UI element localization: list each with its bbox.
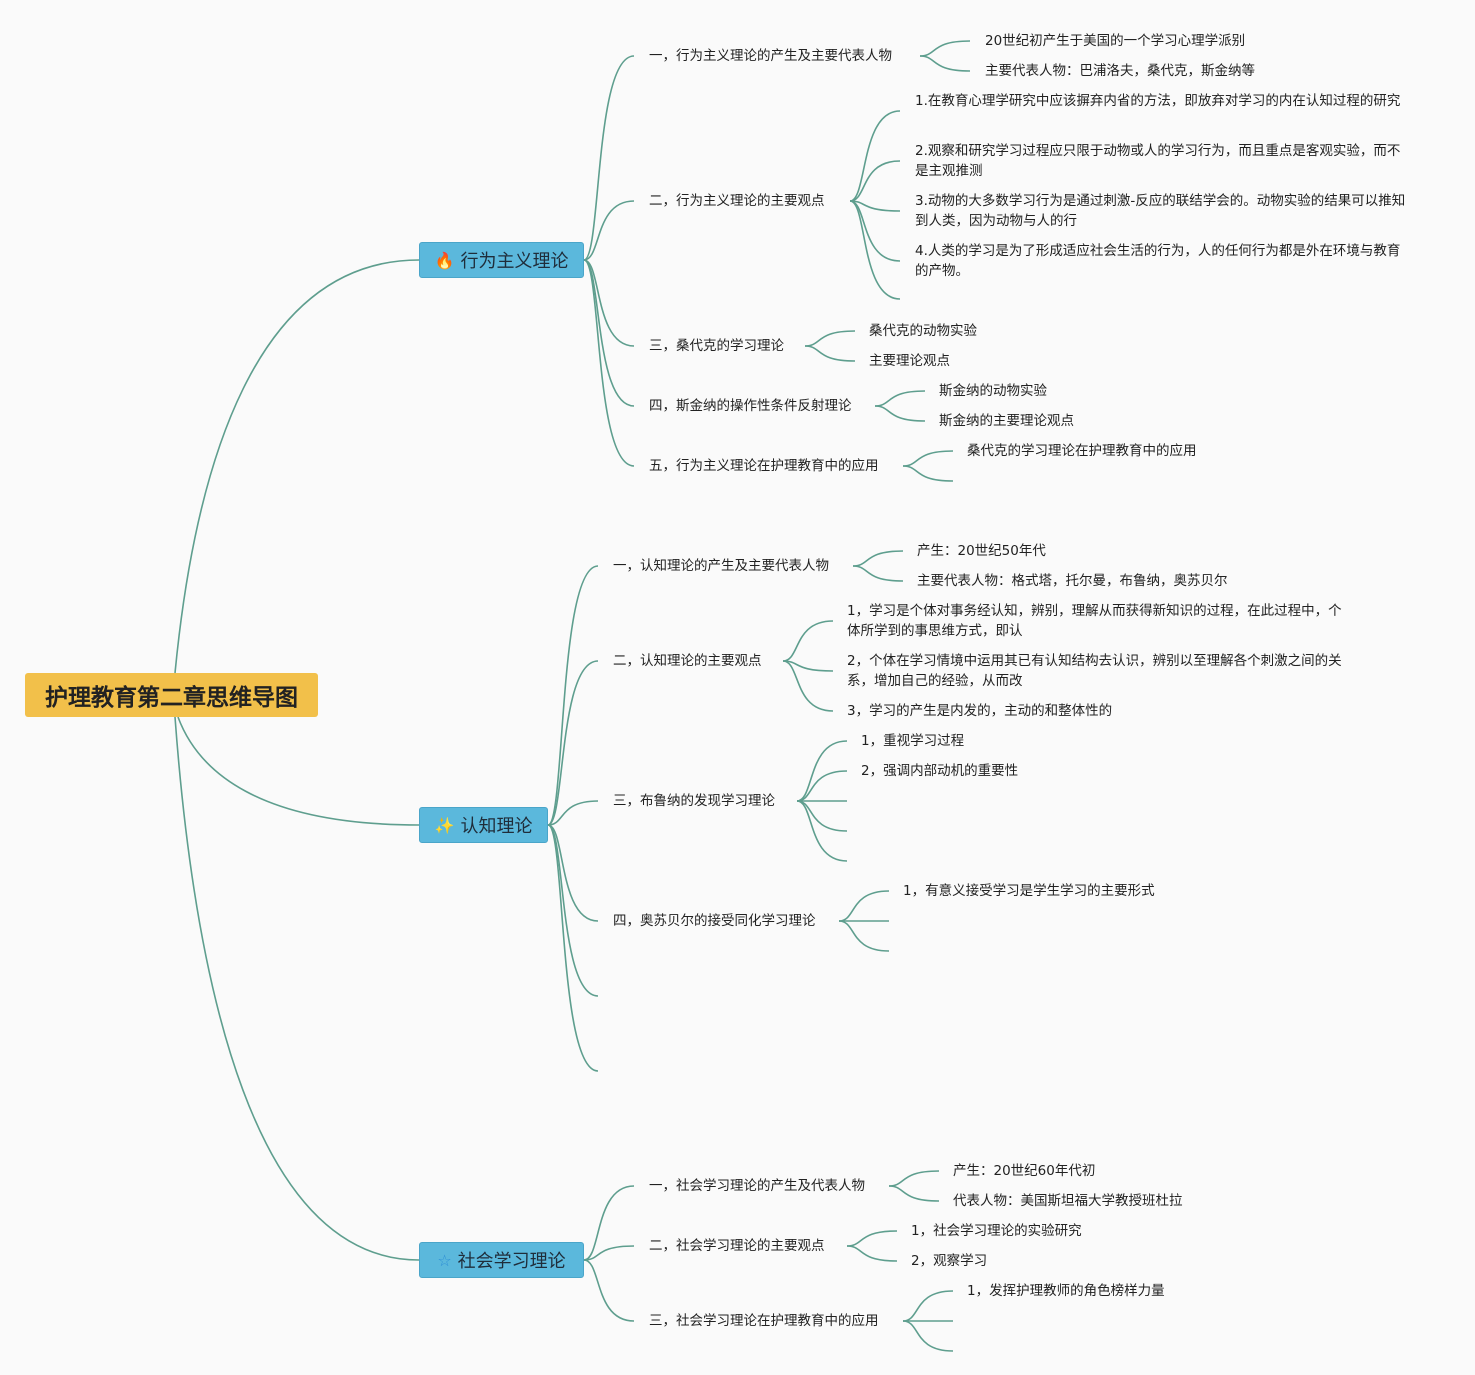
flame-icon: 🔥 (434, 250, 455, 270)
leaf-label[interactable]: 2.观察和研究学习过程应只限于动物或人的学习行为，而且重点是客观实验，而不是主观… (915, 143, 1401, 179)
branch-topic-link (547, 800, 599, 826)
topic-leaf-link (849, 110, 901, 202)
topic-leaf-link (804, 345, 856, 362)
topic-leaf-link (919, 55, 971, 72)
branch-cognitive[interactable]: ✨ 认知理论 (419, 807, 548, 843)
leaf-label[interactable]: 20世纪初产生于美国的一个学习心理学派别 (985, 33, 1246, 49)
leaf-label[interactable]: 产生：20世纪60年代初 (953, 1163, 1096, 1179)
topic-leaf-link (902, 1320, 954, 1352)
topic-leaf-link (852, 565, 904, 582)
topic-leaf-link (782, 660, 834, 712)
topic-leaf-link (796, 740, 848, 802)
topic-label[interactable]: 一，行为主义理论的产生及主要代表人物 (649, 48, 892, 64)
leaf-label[interactable]: 主要代表人物：巴浦洛夫，桑代克，斯金纳等 (985, 63, 1255, 79)
branch-topic-link (547, 565, 599, 826)
leaf-label[interactable]: 4.人类的学习是为了形成适应社会生活的行为，人的任何行为都是外在环境与教育的产物… (915, 243, 1401, 279)
topic-leaf-link (888, 1185, 940, 1202)
leaf-label[interactable]: 1，重视学习过程 (861, 733, 965, 749)
topic-leaf-link (888, 1170, 940, 1187)
topic-leaf-link (919, 40, 971, 57)
leaf-label[interactable]: 3，学习的产生是内发的，主动的和整体性的 (847, 703, 1113, 719)
topic-leaf-link (874, 390, 926, 407)
topic-leaf-link (849, 160, 901, 202)
topic-label[interactable]: 四，斯金纳的操作性条件反射理论 (649, 398, 852, 414)
branch-topic-link (583, 200, 635, 261)
magic-wand-icon: ✨ (434, 815, 455, 835)
leaf-label[interactable]: 桑代克的学习理论在护理教育中的应用 (967, 443, 1197, 459)
branch-topic-link (583, 1245, 635, 1261)
topic-label[interactable]: 三，社会学习理论在护理教育中的应用 (649, 1313, 879, 1329)
branch-topic-link (583, 55, 635, 261)
topic-leaf-link (846, 1245, 898, 1262)
leaf-label[interactable]: 3.动物的大多数学习行为是通过刺激-反应的联结学会的。动物实验的结果可以推知到人… (915, 193, 1406, 229)
branch-topic-link (583, 1185, 635, 1261)
branch-behaviorism[interactable]: 🔥 行为主义理论 (419, 242, 584, 278)
topic-label[interactable]: 一，社会学习理论的产生及代表人物 (649, 1178, 865, 1194)
leaf-label[interactable]: 1.在教育心理学研究中应该摒弃内省的方法，即放弃对学习的内在认知过程的研究 (915, 93, 1401, 109)
leaf-label[interactable]: 1，发挥护理教师的角色榜样力量 (967, 1283, 1165, 1299)
leaf-label[interactable]: 2，观察学习 (911, 1253, 988, 1269)
topic-label[interactable]: 三，桑代克的学习理论 (649, 338, 784, 354)
root-link (174, 259, 420, 674)
topic-label[interactable]: 三，布鲁纳的发现学习理论 (613, 793, 775, 809)
topic-leaf-link (804, 330, 856, 347)
topic-leaf-link (838, 920, 890, 952)
branch-topic-link (547, 660, 599, 826)
topic-leaf-link (874, 405, 926, 422)
topic-leaf-link (849, 200, 901, 212)
leaf-label[interactable]: 1，有意义接受学习是学生学习的主要形式 (903, 883, 1155, 899)
topic-label[interactable]: 二，社会学习理论的主要观点 (649, 1238, 825, 1254)
leaf-label[interactable]: 斯金纳的主要理论观点 (939, 413, 1074, 429)
topic-leaf-link (796, 800, 848, 862)
topic-leaf-link (838, 890, 890, 922)
leaf-label[interactable]: 1，学习是个体对事务经认知，辨别，理解从而获得新知识的过程，在此过程中，个体所学… (847, 603, 1342, 639)
root-node-title: 护理教育第二章思维导图 (25, 673, 318, 717)
leaf-label[interactable]: 2，个体在学习情境中运用其已有认知结构去认识，辨别以至理解各个刺激之间的关系，增… (847, 653, 1342, 689)
topic-leaf-link (849, 200, 901, 300)
topic-leaf-link (846, 1230, 898, 1247)
branch-topic-link (547, 824, 599, 922)
topic-label[interactable]: 四，奥苏贝尔的接受同化学习理论 (613, 913, 816, 929)
branch-topic-link (583, 1259, 635, 1322)
leaf-label[interactable]: 斯金纳的动物实验 (939, 383, 1047, 399)
branch-topic-link (547, 824, 599, 1072)
root-link (177, 716, 420, 826)
leaf-label[interactable]: 桑代克的动物实验 (869, 323, 977, 339)
topic-label[interactable]: 一，认知理论的产生及主要代表人物 (613, 558, 829, 574)
branch-social-learning[interactable]: ☆ 社会学习理论 (419, 1242, 584, 1278)
topic-leaf-link (796, 770, 848, 802)
leaf-label[interactable]: 1，社会学习理论的实验研究 (911, 1223, 1082, 1239)
topic-label[interactable]: 二，认知理论的主要观点 (613, 653, 762, 669)
star-icon: ☆ (437, 1250, 452, 1270)
root-link (174, 716, 420, 1261)
leaf-label[interactable]: 主要理论观点 (869, 353, 950, 369)
branch-topic-link (583, 259, 635, 467)
topic-label[interactable]: 二，行为主义理论的主要观点 (649, 193, 825, 209)
topic-leaf-link (782, 620, 834, 662)
leaf-label[interactable]: 代表人物：美国斯坦福大学教授班杜拉 (953, 1193, 1183, 1209)
leaf-label[interactable]: 产生：20世纪50年代 (917, 543, 1046, 559)
topic-label[interactable]: 五，行为主义理论在护理教育中的应用 (649, 458, 879, 474)
topic-leaf-link (902, 450, 954, 467)
topic-leaf-link (902, 1290, 954, 1322)
topic-leaf-link (902, 465, 954, 482)
branch-label: 社会学习理论 (457, 1251, 566, 1272)
leaf-label[interactable]: 主要代表人物：格式塔，托尔曼，布鲁纳，奥苏贝尔 (917, 573, 1228, 589)
leaf-label[interactable]: 2，强调内部动机的重要性 (861, 763, 1019, 779)
topic-leaf-link (852, 550, 904, 567)
branch-label: 认知理论 (460, 816, 533, 837)
branch-topic-link (547, 824, 599, 997)
branch-label: 行为主义理论 (460, 251, 569, 272)
